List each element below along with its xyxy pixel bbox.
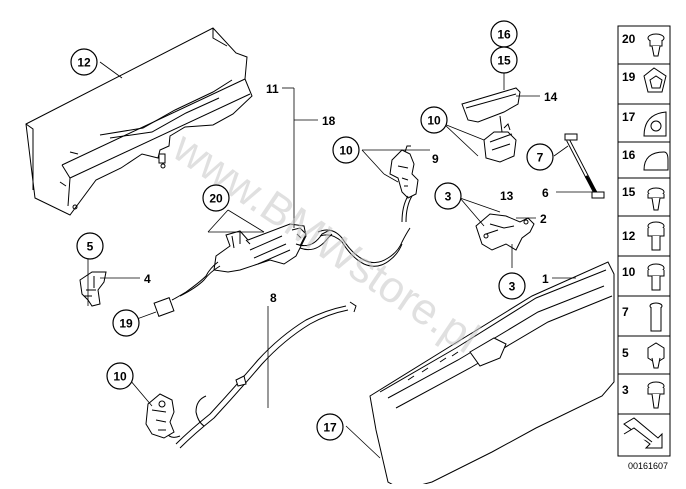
callout-5-text: 5 <box>87 240 94 254</box>
hardware-legend: 20 19 17 16 15 12 10 7 5 3 <box>617 25 671 457</box>
callout-16: 16 <box>490 20 518 48</box>
callout-20: 20 <box>202 184 230 212</box>
bolt-icon-12 <box>647 221 665 251</box>
part-4-bracket <box>79 271 107 307</box>
callout-15-text: 15 <box>497 54 511 68</box>
callout-5: 5 <box>76 232 104 260</box>
watermark-text: www.BMWstore.pl <box>164 122 488 363</box>
label-11: 11 <box>266 82 279 96</box>
part-20-actuator <box>153 223 411 317</box>
label-4: 4 <box>144 272 151 286</box>
callouts: 12 20 5 19 10 10 10 16 15 3 3 7 17 <box>70 20 554 441</box>
callout-16-text: 16 <box>497 28 511 42</box>
legend-item-17: 17 <box>622 110 636 124</box>
leader-lines <box>87 48 594 459</box>
callout-15: 15 <box>490 46 518 74</box>
legend-item-3: 3 <box>622 383 629 397</box>
cap-icon-17 <box>643 111 667 137</box>
callout-17: 17 <box>316 413 344 441</box>
callout-17-text: 17 <box>323 421 337 435</box>
part-14-handle <box>461 87 521 163</box>
callout-10-lower-text: 10 <box>113 370 127 384</box>
legend-item-10: 10 <box>622 265 636 279</box>
part-10-latch <box>145 393 175 439</box>
callout-3-lower: 3 <box>498 272 526 300</box>
legend-item-15: 15 <box>622 185 636 199</box>
callout-3-upper: 3 <box>434 182 462 210</box>
callout-10-upper-text: 10 <box>339 144 353 158</box>
legend-item-19: 19 <box>622 70 636 84</box>
callout-7-text: 7 <box>537 151 544 165</box>
callout-7: 7 <box>526 143 554 171</box>
legend-item-7: 7 <box>622 305 629 319</box>
part-8-cable <box>165 301 357 449</box>
plain-labels: 11 18 9 4 8 14 13 6 2 1 <box>144 82 558 305</box>
screw-icon-3 <box>647 381 665 409</box>
callout-10-upper: 10 <box>332 136 360 164</box>
part-9-lock <box>389 145 419 223</box>
legend-item-5: 5 <box>622 346 629 360</box>
direction-arrow-icon <box>623 417 663 449</box>
label-1: 1 <box>542 272 549 286</box>
callout-3-upper-text: 3 <box>445 190 452 204</box>
callout-20-text: 20 <box>209 192 223 206</box>
bolt-icon-10 <box>647 263 665 291</box>
part-6-strut <box>564 133 605 199</box>
cover-icon-16 <box>643 151 669 171</box>
callout-10-handle: 10 <box>420 106 448 134</box>
callout-10-handle-text: 10 <box>427 114 441 128</box>
part-1-tailgate-trim <box>369 261 615 489</box>
nut-icon-5 <box>647 342 665 369</box>
clip-icon-19 <box>643 67 667 93</box>
callout-19-text: 19 <box>119 317 133 331</box>
callout-3-lower-text: 3 <box>509 280 516 294</box>
part-12-trim-panel <box>25 27 253 216</box>
label-8: 8 <box>270 291 277 305</box>
label-6: 6 <box>542 186 549 200</box>
callout-10-lower: 10 <box>106 362 134 390</box>
legend-item-16: 16 <box>622 148 636 162</box>
label-2: 2 <box>540 212 547 226</box>
label-18: 18 <box>322 114 336 128</box>
screw-icon-15 <box>647 187 665 211</box>
label-9: 9 <box>432 152 439 166</box>
label-14: 14 <box>544 90 558 104</box>
part-2-hinge <box>475 213 535 251</box>
screw-icon-20 <box>647 33 665 57</box>
legend-item-12: 12 <box>622 229 636 243</box>
legend-item-20: 20 <box>622 32 636 46</box>
callout-12-text: 12 <box>77 56 91 70</box>
callout-19: 19 <box>112 309 140 337</box>
label-13: 13 <box>500 189 514 203</box>
pin-icon-7 <box>649 302 663 332</box>
catalog-code: 00161607 <box>628 461 668 471</box>
callout-12: 12 <box>70 48 98 76</box>
